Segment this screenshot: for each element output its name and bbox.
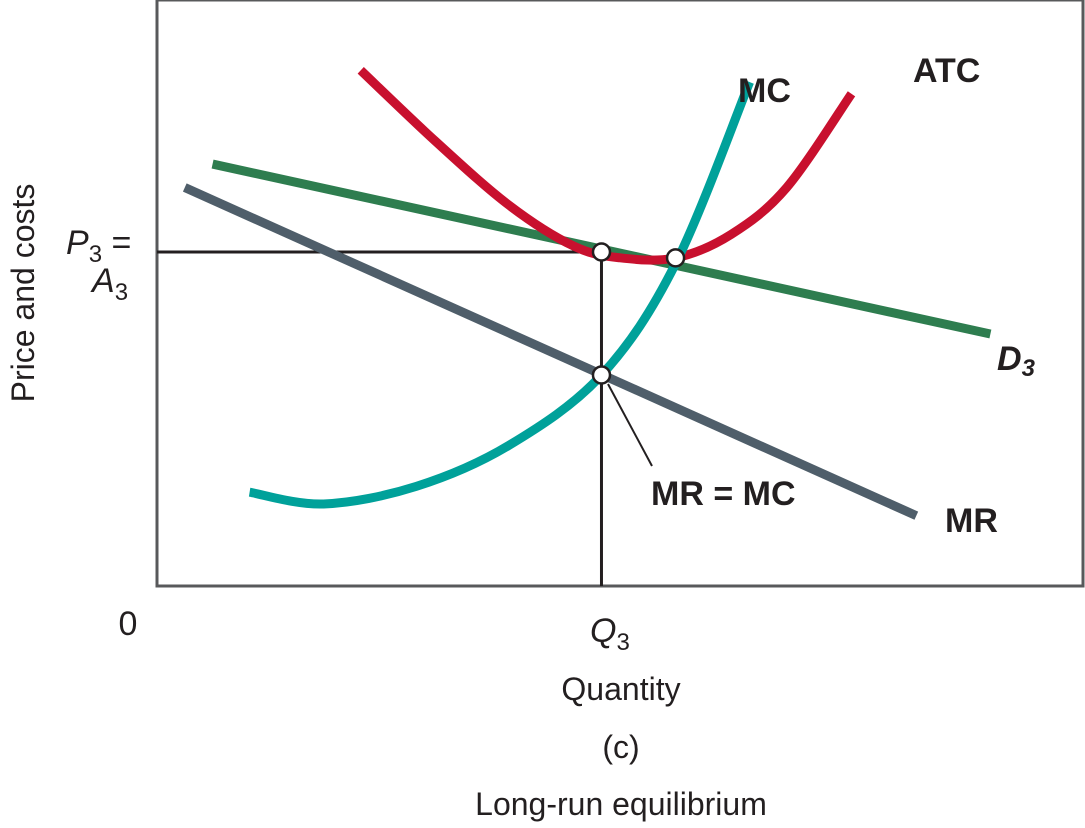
series-label-mr: MR	[945, 502, 998, 540]
panel-label: (c)	[602, 729, 639, 765]
long-run-equilibrium-point	[591, 242, 612, 262]
mc-curve	[248, 80, 754, 509]
guide-lines	[157, 250, 603, 586]
q3-label: Q3	[590, 612, 630, 656]
chart-title: Long-run equilibrium	[475, 786, 767, 822]
y-axis-label: Price and costs	[5, 184, 41, 403]
mr-curve	[182, 183, 919, 520]
equilibrium-label: MR = MC	[651, 475, 796, 513]
plot-frame	[155, 0, 1085, 588]
origin-label: 0	[119, 605, 138, 643]
a3-label: A3	[90, 262, 128, 306]
p3-label: P3 =	[66, 224, 131, 268]
x-axis-label: Quantity	[561, 671, 680, 707]
atc-minimum-point	[665, 248, 686, 268]
series-label-d3: D3	[997, 340, 1036, 382]
points-layer	[591, 242, 686, 385]
atc-curve	[357, 67, 856, 265]
leader-line	[607, 383, 653, 467]
series-label-atc: ATC	[913, 52, 980, 90]
mr-mc-intersection-point	[591, 365, 612, 385]
series-label-mc: MC	[738, 72, 791, 110]
curves-layer	[182, 67, 992, 520]
